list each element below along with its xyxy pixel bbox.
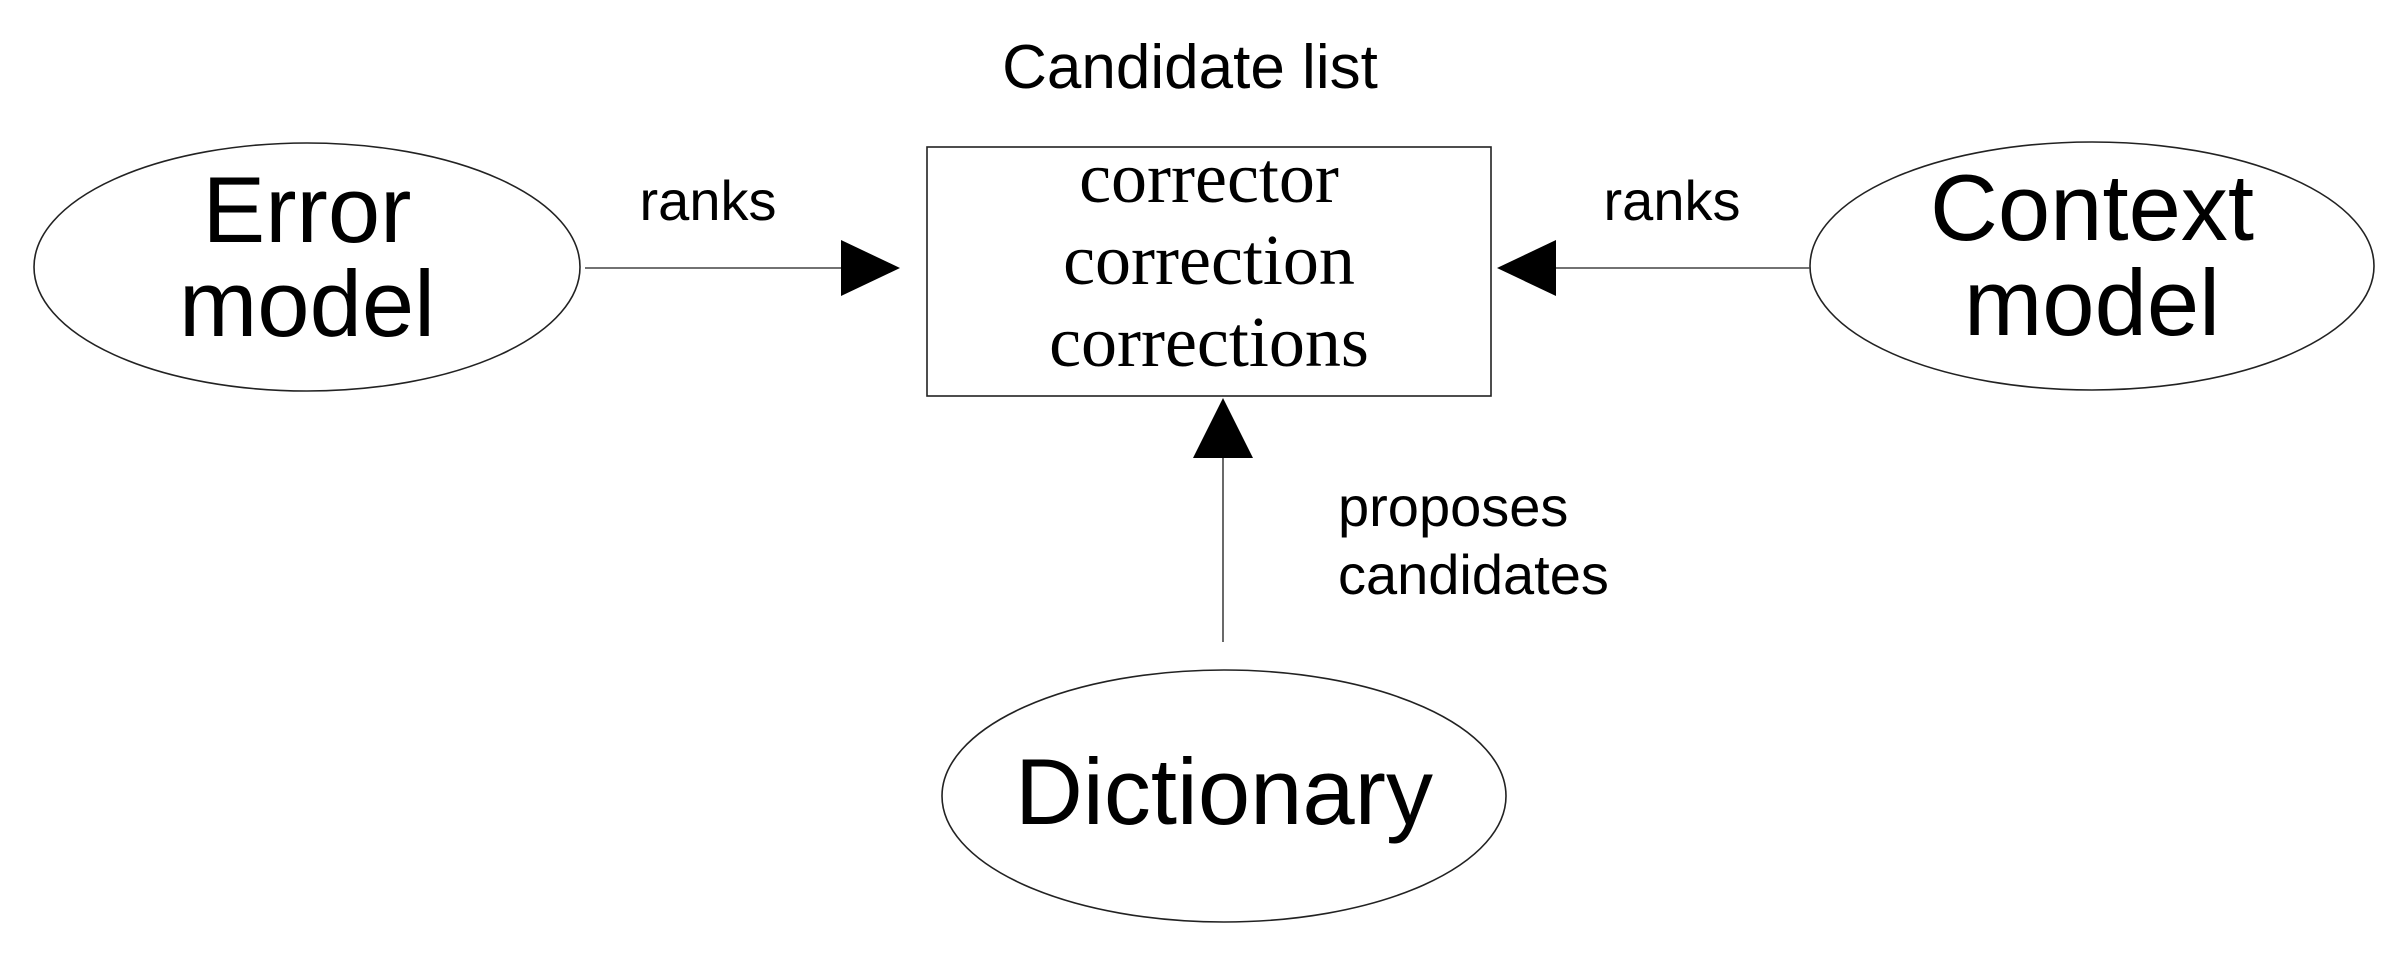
dictionary-node: Dictionary <box>941 669 1507 923</box>
edge-context-to-list: ranks <box>1497 169 1810 296</box>
edge-label-proposes: proposes <box>1338 475 1568 538</box>
candidate-list-title: Candidate list <box>1002 33 1378 102</box>
error-model-label-line1: Error <box>203 157 412 262</box>
dictionary-label: Dictionary <box>1015 739 1433 844</box>
edge-dictionary-to-list: proposes candidates <box>1193 398 1609 642</box>
error-model-ellipse <box>33 142 581 392</box>
candidate-item: corrections <box>1049 302 1369 382</box>
edge-error-to-list: ranks <box>585 169 900 296</box>
candidate-item: corrector <box>1079 138 1339 218</box>
candidate-item: correction <box>1063 220 1355 300</box>
candidate-list-box: corrector correction corrections <box>926 138 1492 397</box>
error-model-node: Error model <box>33 142 581 392</box>
edge-label-ranks-right: ranks <box>1604 169 1741 232</box>
context-model-label-line2: model <box>1964 250 2220 355</box>
context-model-node: Context model <box>1809 141 2375 391</box>
candidate-list-frame <box>926 146 1492 397</box>
edge-label-ranks-left: ranks <box>640 169 777 232</box>
edge-label-candidates: candidates <box>1338 543 1609 606</box>
error-model-label-line2: model <box>179 251 435 356</box>
arrowhead-icon <box>1193 398 1253 458</box>
context-model-label-line1: Context <box>1930 155 2254 260</box>
arrowhead-icon <box>1497 240 1556 296</box>
dictionary-ellipse <box>941 669 1507 923</box>
context-model-ellipse <box>1809 141 2375 391</box>
arrowhead-icon <box>841 240 900 296</box>
